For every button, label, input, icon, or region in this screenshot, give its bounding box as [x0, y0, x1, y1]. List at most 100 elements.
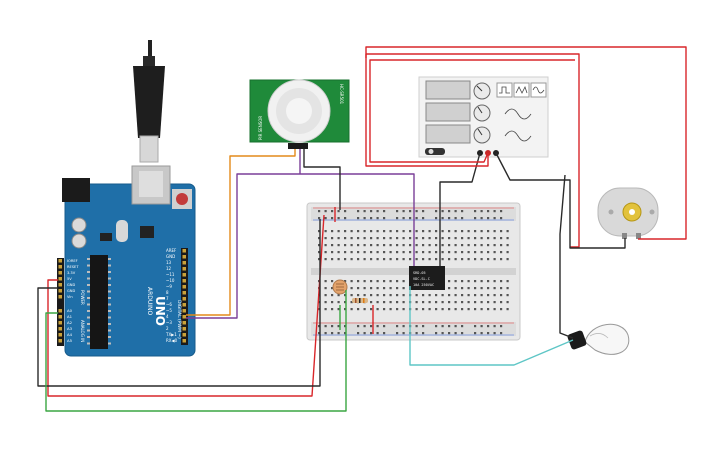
pir-pins[interactable] — [288, 143, 308, 149]
function-generator[interactable] — [418, 76, 549, 158]
wire-black-pir — [303, 149, 341, 210]
digital-pin[interactable] — [182, 291, 187, 295]
power-pin-label: IOREF — [67, 259, 78, 263]
wire-black-fg-motor — [495, 152, 626, 249]
power-pin[interactable] — [58, 295, 63, 299]
digital-pin-label: GND — [166, 254, 175, 259]
digital-pin-label: ~11 — [166, 272, 175, 277]
wire-black-bulb — [559, 174, 574, 339]
power-analog-header[interactable] — [57, 258, 64, 346]
chip-pins — [87, 258, 111, 345]
power-pin-label: 3.3V — [67, 271, 76, 275]
analog-pin-label: A1 — [67, 314, 73, 319]
light-bulb[interactable] — [567, 323, 630, 355]
dc-motor[interactable] — [597, 187, 659, 239]
analog-pin[interactable] — [58, 309, 63, 313]
resistor[interactable] — [352, 298, 368, 303]
analog-pin-label: A4 — [67, 332, 73, 337]
pir-sensor[interactable]: PIR SENSOR HC-SR501 — [249, 79, 350, 149]
wire-black-gnd — [37, 219, 321, 387]
digital-pin[interactable] — [182, 267, 187, 271]
sine-wave-icon-2 — [504, 130, 532, 142]
digital-pin[interactable] — [182, 279, 187, 283]
usb-cable — [133, 40, 165, 163]
digital-pin[interactable] — [182, 255, 187, 259]
power-pin[interactable] — [58, 283, 63, 287]
analog-pin[interactable] — [58, 339, 63, 343]
power-pin[interactable] — [58, 277, 63, 281]
power-pin[interactable] — [58, 271, 63, 275]
digital-pin[interactable] — [182, 285, 187, 289]
power-section-label: POWER — [80, 290, 85, 305]
digital-pin[interactable] — [182, 297, 187, 301]
pir-label-right: HC-SR501 — [339, 84, 344, 105]
digital-pin-label: 13 — [166, 260, 172, 265]
digital-pin-label: 7 — [166, 296, 169, 301]
digital-pin[interactable] — [182, 333, 187, 337]
digital-pin-label: 8 — [166, 290, 169, 295]
wire-orange — [186, 149, 296, 316]
wire-black-relay — [439, 152, 481, 266]
digital-pin-label: ~5 — [166, 308, 172, 313]
power-pin-label: Vin — [67, 295, 73, 299]
digital-pin-label: ~9 — [166, 284, 172, 289]
wire-teal — [409, 286, 574, 366]
digital-pin-label: ~10 — [166, 278, 175, 283]
reset-button[interactable] — [176, 193, 188, 205]
digital-pin[interactable] — [182, 273, 187, 277]
digital-pin[interactable] — [182, 309, 187, 313]
analog-pin[interactable] — [58, 315, 63, 319]
photoresistor[interactable] — [332, 279, 348, 295]
power-pin-label: GND — [67, 289, 75, 293]
analog-pin[interactable] — [58, 333, 63, 337]
digital-pin-label: TX▶1 — [165, 332, 177, 337]
relay-label-3: 10A 250VAC — [413, 283, 434, 287]
wire-red-fg-motor — [369, 59, 575, 163]
triangle-wave-button[interactable] — [513, 82, 530, 98]
digital-header[interactable] — [181, 248, 188, 345]
digital-section-label: DIGITAL (PWM ~) — [176, 300, 182, 339]
digital-pin-label: 4 — [166, 314, 169, 319]
power-switch[interactable] — [425, 148, 445, 155]
analog-pin[interactable] — [58, 321, 63, 325]
digital-pin[interactable] — [182, 303, 187, 307]
digital-pin[interactable] — [182, 249, 187, 253]
digital-pin[interactable] — [182, 261, 187, 265]
digital-pin[interactable] — [182, 327, 187, 331]
analog-pin[interactable] — [58, 327, 63, 331]
relay-label-1: SRD-05 — [413, 271, 426, 275]
sine-wave-button[interactable] — [530, 82, 547, 98]
analog-section-label: ANALOG IN — [80, 320, 85, 342]
analog-pin-label: A0 — [67, 308, 73, 313]
square-wave-button[interactable] — [496, 82, 513, 98]
wire-purple — [186, 149, 415, 319]
pir-label-left: PIR SENSOR — [258, 116, 263, 140]
digital-pin-label: RX◀0 — [166, 338, 178, 343]
power-pin-label: GND — [67, 283, 75, 287]
wires[interactable] — [37, 46, 687, 412]
power-pin[interactable] — [58, 259, 63, 263]
wire-red-5v — [47, 214, 325, 397]
power-pin-label: 5V — [67, 277, 72, 281]
digital-pin-label: 2 — [166, 326, 169, 331]
arduino-brand: ARDUINO — [146, 287, 153, 316]
digital-pin[interactable] — [182, 339, 187, 343]
power-pin[interactable] — [58, 289, 63, 293]
wire-red-motor — [365, 46, 687, 240]
relay-label-2: VDC-SL-C — [413, 277, 430, 281]
wire-green — [45, 290, 347, 412]
relay[interactable]: SRD-05 VDC-SL-C 10A 250VAC — [409, 266, 445, 290]
analog-pin-label: A2 — [67, 320, 73, 325]
digital-pin[interactable] — [182, 321, 187, 325]
digital-pin-label: ~3 — [166, 320, 172, 325]
digital-pin-label: ~6 — [166, 302, 172, 307]
digital-pin[interactable] — [182, 315, 187, 319]
arduino-model: UNO — [153, 296, 167, 326]
power-pin-label: RESET — [67, 265, 79, 269]
power-pin[interactable] — [58, 265, 63, 269]
